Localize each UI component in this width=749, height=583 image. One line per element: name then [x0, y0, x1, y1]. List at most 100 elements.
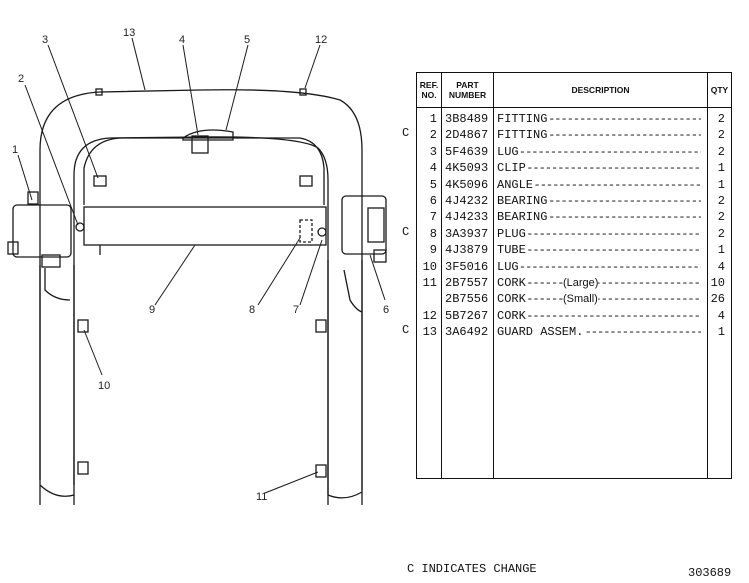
ref-number: 10	[422, 259, 437, 274]
quantity: 1	[717, 325, 725, 340]
fitting-right	[317, 227, 327, 237]
quantity: 2	[717, 128, 725, 143]
description: BEARING	[497, 210, 548, 225]
quantity: 10	[710, 276, 725, 290]
description: CLIP	[497, 161, 526, 176]
ref-number: 1	[429, 112, 437, 126]
ref-number: 13	[422, 325, 437, 340]
callout-7: 7	[293, 304, 299, 316]
table-row: 64J4232BEARING--------------------------…	[429, 194, 725, 208]
quantity: 4	[717, 308, 725, 323]
change-marker: C	[402, 323, 410, 338]
header-qty: QTY	[710, 85, 729, 95]
cross-tube	[83, 206, 327, 246]
description: CORK	[497, 276, 526, 290]
right-post	[327, 260, 363, 499]
ref-number: 5	[429, 177, 437, 192]
part-number: 4J3879	[445, 243, 489, 258]
callout-8: 8	[249, 304, 255, 316]
callout-3: 3	[42, 34, 48, 46]
header-description: DESCRIPTION	[571, 85, 630, 95]
callout-10: 10	[98, 380, 110, 392]
callout-12: 12	[315, 34, 327, 46]
callout-6: 6	[383, 304, 389, 316]
part-number: 4K5093	[445, 161, 489, 176]
ref-number: 4	[429, 161, 437, 176]
header-ref: REF. NO.	[419, 80, 439, 100]
quantity: 2	[717, 112, 725, 126]
lug-bottom-right	[315, 464, 327, 478]
quantity: 4	[717, 259, 725, 274]
quantity: 2	[717, 194, 725, 208]
upper-panel	[83, 137, 325, 205]
quantity: 2	[717, 144, 725, 159]
part-number: 4J4232	[445, 194, 489, 208]
table-row: 13B8489FITTING--------------------------…	[429, 112, 725, 126]
cork-top-left	[95, 88, 103, 96]
callout-13: 13	[123, 27, 135, 39]
description: BEARING	[497, 194, 548, 208]
description: FITTING	[497, 128, 548, 143]
lug-bottom-left	[77, 461, 89, 475]
part-number: 5F4639	[445, 144, 489, 159]
quantity: 1	[717, 177, 725, 192]
part-number: 3F5016	[445, 259, 489, 274]
description: LUG	[497, 144, 519, 159]
callout-4: 4	[179, 34, 185, 46]
part-number: 2B7557	[445, 276, 489, 290]
description: PLUG	[497, 226, 526, 241]
cork-top-right	[299, 88, 307, 96]
lug-3	[93, 175, 107, 187]
part-number: 2D4867	[445, 128, 489, 143]
description: ANGLE	[497, 177, 534, 192]
bearing-right	[341, 195, 387, 255]
description: FITTING	[497, 112, 548, 126]
callout-1: 1	[12, 144, 18, 156]
change-legend: C INDICATES CHANGE	[407, 562, 537, 576]
description: TUBE	[497, 243, 526, 258]
ref-number: 2	[429, 128, 437, 143]
part-number: 4J4233	[445, 210, 489, 225]
quantity: 26	[710, 292, 725, 307]
ref-number: 3	[429, 144, 437, 159]
part-number: 2B7556	[445, 292, 489, 307]
size-note: (Large)	[563, 275, 599, 291]
change-marker: C	[402, 126, 410, 141]
description: LUG	[497, 259, 519, 274]
bearing-left	[12, 204, 72, 258]
fitting-left	[75, 222, 85, 232]
clip	[191, 135, 209, 154]
angle	[182, 129, 234, 141]
ref-number: 7	[429, 210, 437, 225]
lug-3b	[299, 175, 313, 187]
table-row: 22D4867FITTING--------------------------…	[429, 128, 725, 143]
drawing-number: 303689	[688, 566, 732, 580]
ref-number: 6	[429, 194, 437, 208]
guard-assembly-drawing: 1 2 3 4 5 6 7 8 9 10 11 12 13	[7, 27, 389, 505]
quantity: 1	[717, 161, 725, 176]
guard-arch	[39, 89, 363, 490]
lug-10b	[315, 319, 327, 333]
header-part-number: PART NUMBER	[448, 80, 487, 100]
part-number: 4K5096	[445, 177, 489, 192]
quantity: 1	[717, 243, 725, 258]
part-number: 3B8489	[445, 112, 489, 126]
ref-number: 11	[422, 276, 437, 290]
part-number: 5B7267	[445, 308, 489, 323]
ref-number: 12	[422, 308, 437, 323]
callout-5: 5	[244, 34, 250, 46]
size-note: (Small)	[563, 291, 598, 308]
change-marker: C	[402, 224, 410, 239]
callout-9: 9	[149, 304, 155, 316]
lug-10	[77, 319, 89, 333]
